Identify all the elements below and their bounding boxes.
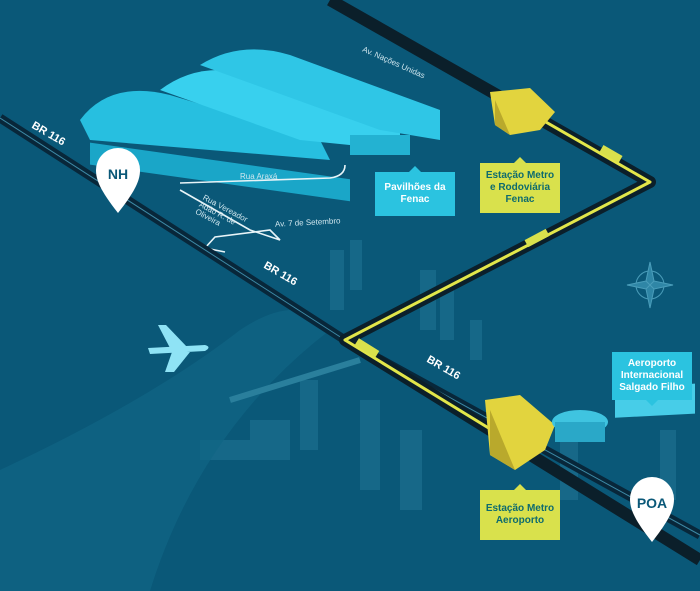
- airplane-icon: [148, 325, 209, 372]
- estacao-aeroporto-label[interactable]: Estação Metro Aeroporto: [480, 484, 560, 540]
- fenac-pavilions: [80, 49, 440, 202]
- bridge: [229, 357, 361, 403]
- poa-pin[interactable]: POA: [630, 484, 674, 542]
- nh-pin[interactable]: NH: [96, 155, 140, 213]
- nh-pin-icon: [96, 148, 140, 213]
- street-araxa: Rua Araxá: [240, 172, 278, 181]
- estacao-aeroporto-building: [485, 395, 555, 470]
- metro-track: [327, 0, 700, 566]
- river: [0, 310, 330, 591]
- estacao-fenac-building: [490, 88, 555, 135]
- poa-pin-label: POA: [636, 495, 668, 511]
- poa-pin-icon: [630, 477, 674, 542]
- train: [599, 145, 623, 163]
- estacao-fenac-label[interactable]: Estação Metro e Rodoviária Fenac: [480, 157, 560, 213]
- nh-pin-label: NH: [107, 166, 129, 182]
- compass-icon: [626, 261, 674, 309]
- train: [354, 338, 380, 358]
- metro-line: [343, 108, 652, 437]
- aeroporto-label[interactable]: Aeroporto Internacional Salgado Filho: [612, 352, 692, 406]
- city-buildings: [200, 240, 676, 510]
- pavilhoes-label[interactable]: Pavilhões da Fenac: [375, 166, 455, 216]
- train: [524, 228, 550, 248]
